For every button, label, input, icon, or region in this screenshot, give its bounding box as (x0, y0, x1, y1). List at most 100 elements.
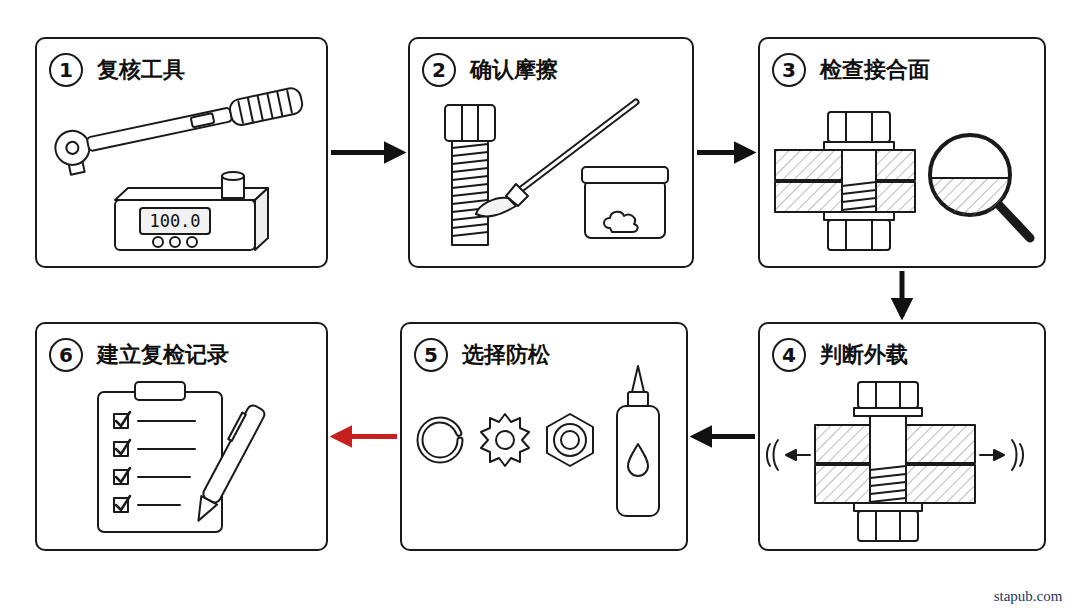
star-washer-part (481, 414, 529, 466)
torque-wrench-part (238, 101, 243, 123)
bolt-with-grease-part (445, 105, 495, 141)
clipboard-part (138, 476, 190, 478)
step-number: 3 (772, 53, 806, 87)
torque-wrench-part (52, 128, 92, 168)
grease-jar-part (585, 180, 665, 238)
watermark: stapub.com (980, 586, 1076, 606)
step-box: 3 检查接合面 (758, 37, 1046, 268)
grease-jar-part (604, 212, 638, 232)
pen (188, 402, 267, 525)
threadlocker-bottle-part (617, 406, 659, 516)
step-number: 2 (422, 53, 456, 87)
torque-wrench-part (287, 91, 292, 113)
torque-wrench-part (87, 107, 233, 151)
step-title: 确认摩擦 (470, 55, 558, 85)
split-washer-part (420, 420, 460, 460)
magnifier (930, 135, 1030, 238)
loaded-joint-part (854, 503, 922, 511)
step-box: 4 判断外载 (758, 322, 1046, 551)
torque-tester-part (255, 188, 268, 250)
step-header: 4 判断外载 (772, 338, 908, 372)
bolted-joint-part (842, 182, 876, 210)
magnifier-part (932, 178, 1008, 216)
threadlocker-bottle-part (632, 366, 644, 392)
step-number: 1 (49, 53, 83, 87)
bolt-with-grease-part (461, 106, 463, 140)
flow-arrow (694, 434, 755, 439)
nylon-lock-nut-part (554, 424, 586, 456)
bolted-joint (775, 112, 915, 250)
bolted-joint-part (871, 112, 873, 142)
loaded-joint-part (875, 511, 877, 541)
grease-jar (582, 167, 668, 238)
step-header: 1复核工具 (49, 53, 185, 87)
pen-part (190, 496, 217, 525)
display-reading: 100.0 (140, 208, 210, 234)
clipboard-part (138, 504, 180, 506)
loaded-joint-part (899, 511, 901, 541)
flow-arrow (331, 150, 402, 155)
flow-arrow (900, 271, 905, 316)
clipboard-part (138, 448, 195, 450)
torque-wrench-part (248, 98, 253, 121)
bolt-with-grease (445, 105, 495, 245)
load-arrows-part (786, 450, 796, 460)
brush-part (476, 198, 516, 217)
torque-tester-part (115, 200, 255, 250)
loaded-joint-part (858, 382, 918, 408)
step-title: 检查接合面 (820, 55, 930, 85)
step-title: 建立复检记录 (97, 340, 229, 370)
threadlocker-bottle (617, 366, 659, 516)
clipboard-part (116, 412, 130, 510)
bolted-joint-part (824, 212, 894, 220)
clipboard (98, 382, 222, 532)
step-title: 判断外载 (820, 340, 908, 370)
nylon-lock-nut-part (547, 414, 593, 466)
step-number: 6 (49, 338, 83, 372)
bolted-joint-part (845, 220, 847, 250)
torque-wrench (52, 83, 306, 177)
step-number: 4 (772, 338, 806, 372)
bolted-joint-part (871, 220, 873, 250)
flow-arrow (697, 150, 752, 155)
torque-wrench-part (258, 96, 263, 119)
threadlocker-bottle-part (628, 392, 648, 406)
torque-wrench-part (65, 141, 79, 155)
torque-tester-part (222, 172, 244, 180)
torque-wrench-part (228, 87, 304, 127)
step-box: 2 确认摩擦 (408, 37, 694, 268)
bolted-joint-part (845, 112, 847, 142)
bolted-joint-part (842, 140, 876, 222)
step-header: 2 确认摩擦 (422, 53, 558, 87)
loaded-joint-part (870, 466, 906, 502)
load-arrows (767, 440, 1023, 470)
load-arrows-part (767, 440, 778, 470)
step-box: 1复核工具 (35, 37, 328, 268)
torque-tester-part (153, 237, 163, 247)
torque-wrench-part (267, 94, 272, 117)
load-arrows-part (994, 450, 1004, 460)
loaded-joint-part (875, 382, 877, 408)
torque-wrench-part (277, 92, 282, 115)
torque-tester-part (115, 188, 268, 200)
clipboard-part (138, 420, 195, 422)
bolt-with-grease-part (477, 106, 479, 140)
torque-tester (115, 172, 268, 250)
threadlocker-bottle-part (628, 444, 648, 476)
bolt-with-grease-part (452, 140, 488, 245)
step-header: 3 检查接合面 (772, 53, 930, 87)
split-washer (420, 420, 460, 460)
split-washer-part (420, 420, 460, 460)
step-header: 5选择防松 (414, 338, 550, 372)
step-box: 6 建立复检记录 (35, 322, 328, 551)
torque-wrench-part (191, 113, 215, 127)
bolted-joint-part (828, 220, 890, 250)
bolted-joint-part (824, 142, 894, 150)
bolted-joint-part (828, 112, 890, 142)
loaded-joint-part (854, 408, 922, 416)
step-header: 6 建立复检记录 (49, 338, 229, 372)
torque-tester-part (140, 208, 210, 234)
